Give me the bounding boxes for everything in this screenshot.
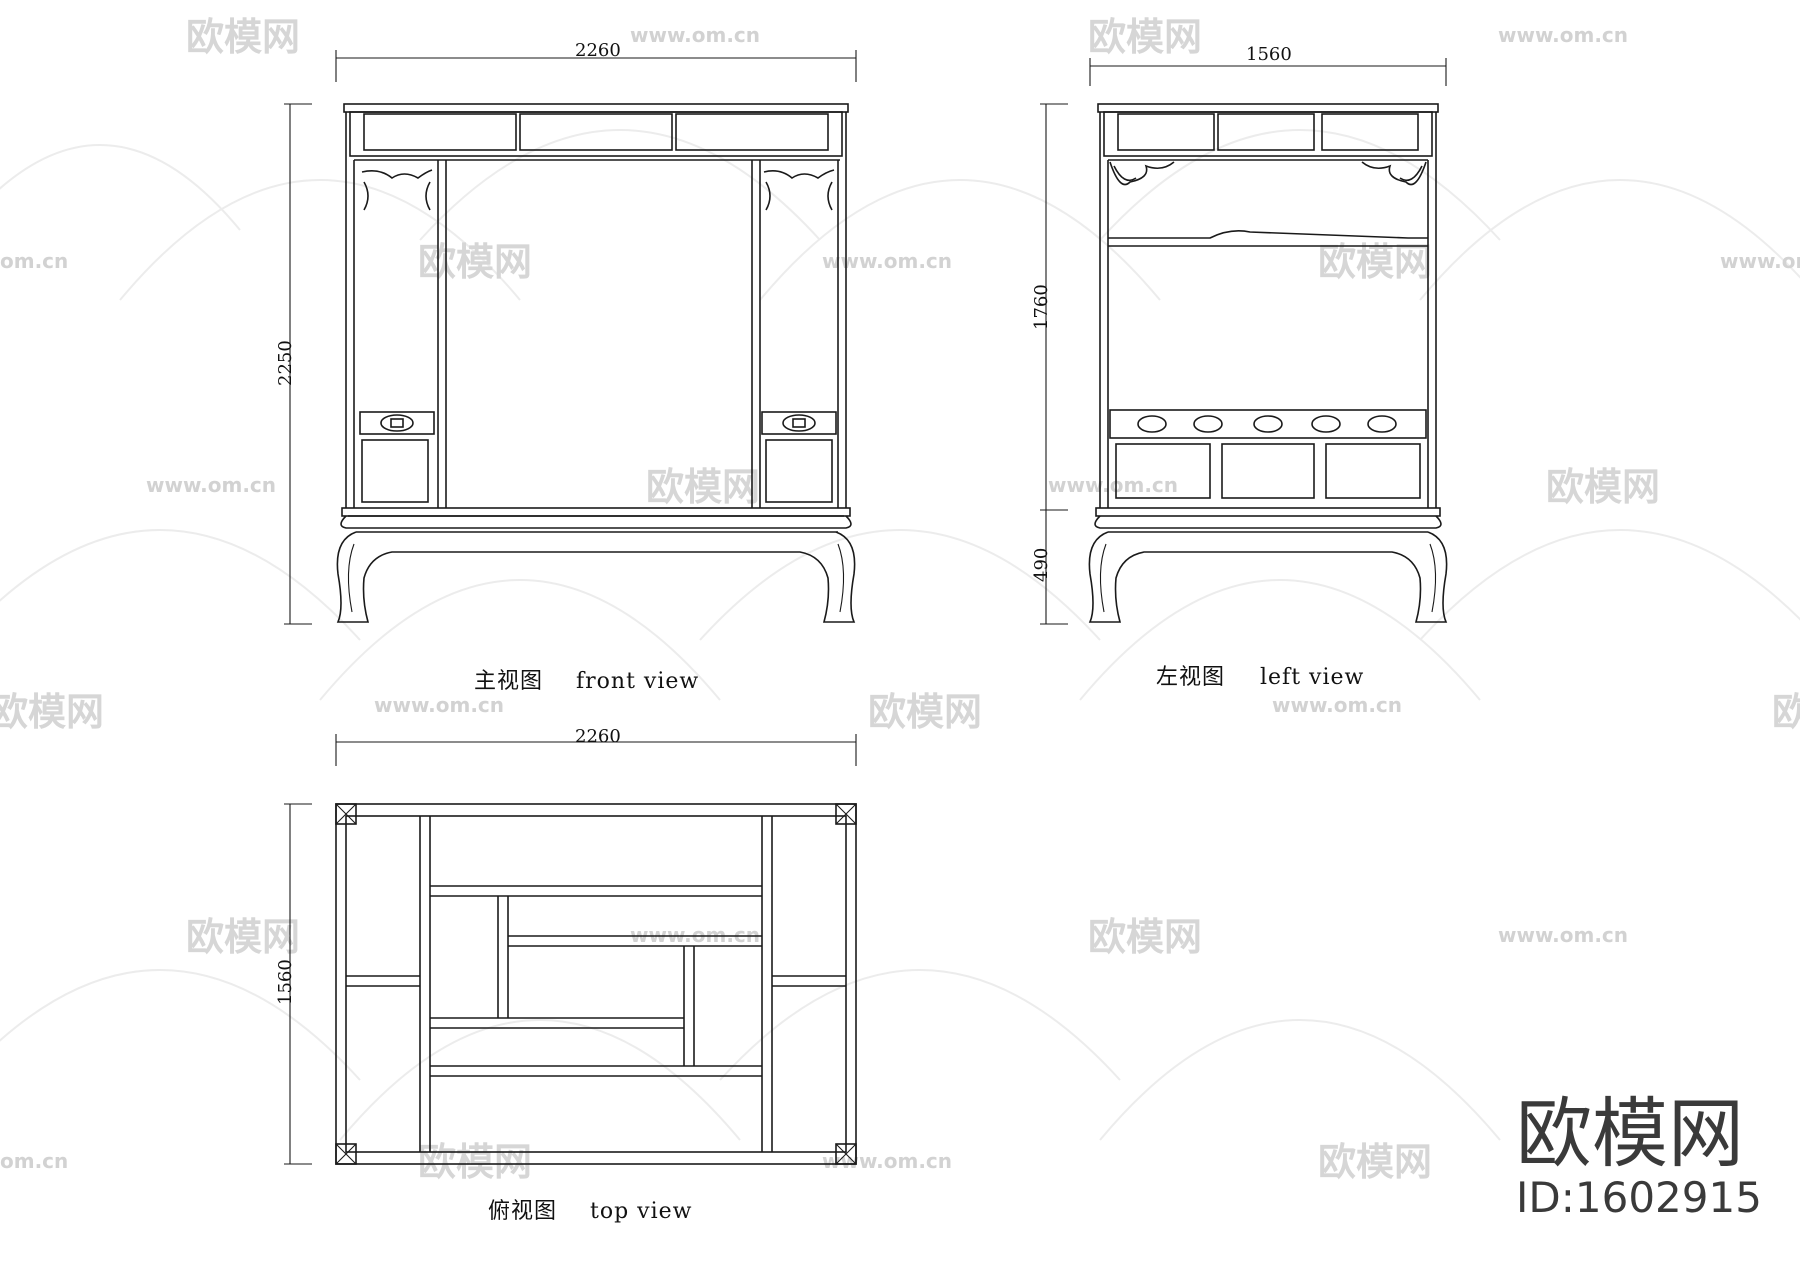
- top-depth-dimension: 1560: [275, 803, 312, 1165]
- front-view-caption-cn: 主视图: [474, 669, 543, 694]
- watermark-url-partial: om.cn: [0, 249, 68, 273]
- watermark-url: www.om.cn: [1272, 693, 1402, 717]
- brand-name: 欧模网: [1516, 1089, 1744, 1178]
- watermark-logo-text: 欧模网: [1546, 465, 1660, 509]
- watermark-logo-text: 欧模网: [1088, 915, 1202, 959]
- front-width-label: 2260: [575, 40, 621, 61]
- watermark-logo-text: 欧模网: [418, 1140, 532, 1184]
- top-view: 2260 1560: [275, 726, 857, 1224]
- left-lower-height-label: 490: [1031, 548, 1052, 582]
- top-view-caption-en: top view: [590, 1199, 692, 1224]
- left-width-dimension: 1560: [1089, 44, 1447, 86]
- watermark-logo-text: 欧模网: [1318, 1140, 1432, 1184]
- left-view: 1560 1760 490: [1031, 44, 1448, 690]
- watermark-url: www.om.cn: [822, 249, 952, 273]
- watermark-logo-text: 欧模网: [1318, 240, 1432, 284]
- watermark-logo-text: 欧模网: [186, 15, 300, 59]
- watermark-url: www.om.cn: [630, 923, 760, 947]
- top-depth-label: 1560: [275, 959, 296, 1005]
- top-width-label: 2260: [575, 726, 621, 747]
- left-width-label: 1560: [1246, 44, 1292, 65]
- watermark-url: www.om.cn: [146, 473, 276, 497]
- brand-watermark: 欧模网 ID:1602915: [1516, 1089, 1762, 1222]
- left-height-dimension: 1760 490: [1031, 103, 1068, 625]
- watermark-url: www.om.cn: [1720, 249, 1800, 273]
- watermark-url: www.om.cn: [1048, 473, 1178, 497]
- watermark-url: www.om.cn: [1498, 923, 1628, 947]
- watermark-logo-text: 欧模网: [186, 915, 300, 959]
- watermark-logo-text: 欧模网: [868, 690, 982, 734]
- left-view-caption-en: left view: [1260, 665, 1364, 690]
- watermark-url: www.om.cn: [374, 693, 504, 717]
- watermark-arcs: [0, 129, 1800, 1141]
- front-width-dimension: 2260: [335, 40, 857, 82]
- left-view-caption-cn: 左视图: [1156, 665, 1225, 690]
- top-width-dimension: 2260: [335, 726, 857, 766]
- watermark-url: www.om.cn: [630, 23, 760, 47]
- watermark-logo-text: 欧模网: [418, 240, 532, 284]
- top-view-caption-cn: 俯视图: [488, 1199, 557, 1224]
- watermark-group: 欧模网 www.om.cn 欧模网 www.om.cn om.cn 欧模网 ww…: [0, 15, 1800, 1184]
- front-height-dimension: 2250: [275, 103, 312, 625]
- watermark-logo-text: 欧模网: [646, 465, 760, 509]
- watermark-logo-text: 欧模网: [1088, 15, 1202, 59]
- left-upper-height-label: 1760: [1031, 284, 1052, 330]
- watermark-logo-text: 欧模网: [1772, 690, 1800, 734]
- watermark-url: www.om.cn: [1498, 23, 1628, 47]
- front-view-caption-en: front view: [576, 669, 699, 694]
- watermark-logo-text-partial: 欧模网: [0, 690, 104, 734]
- front-view: 2260 2250: [275, 40, 857, 694]
- brand-id: ID:1602915: [1516, 1173, 1762, 1222]
- watermark-url-partial: om.cn: [0, 1149, 68, 1173]
- front-height-label: 2250: [275, 340, 296, 386]
- watermark-url: www.om.cn: [822, 1149, 952, 1173]
